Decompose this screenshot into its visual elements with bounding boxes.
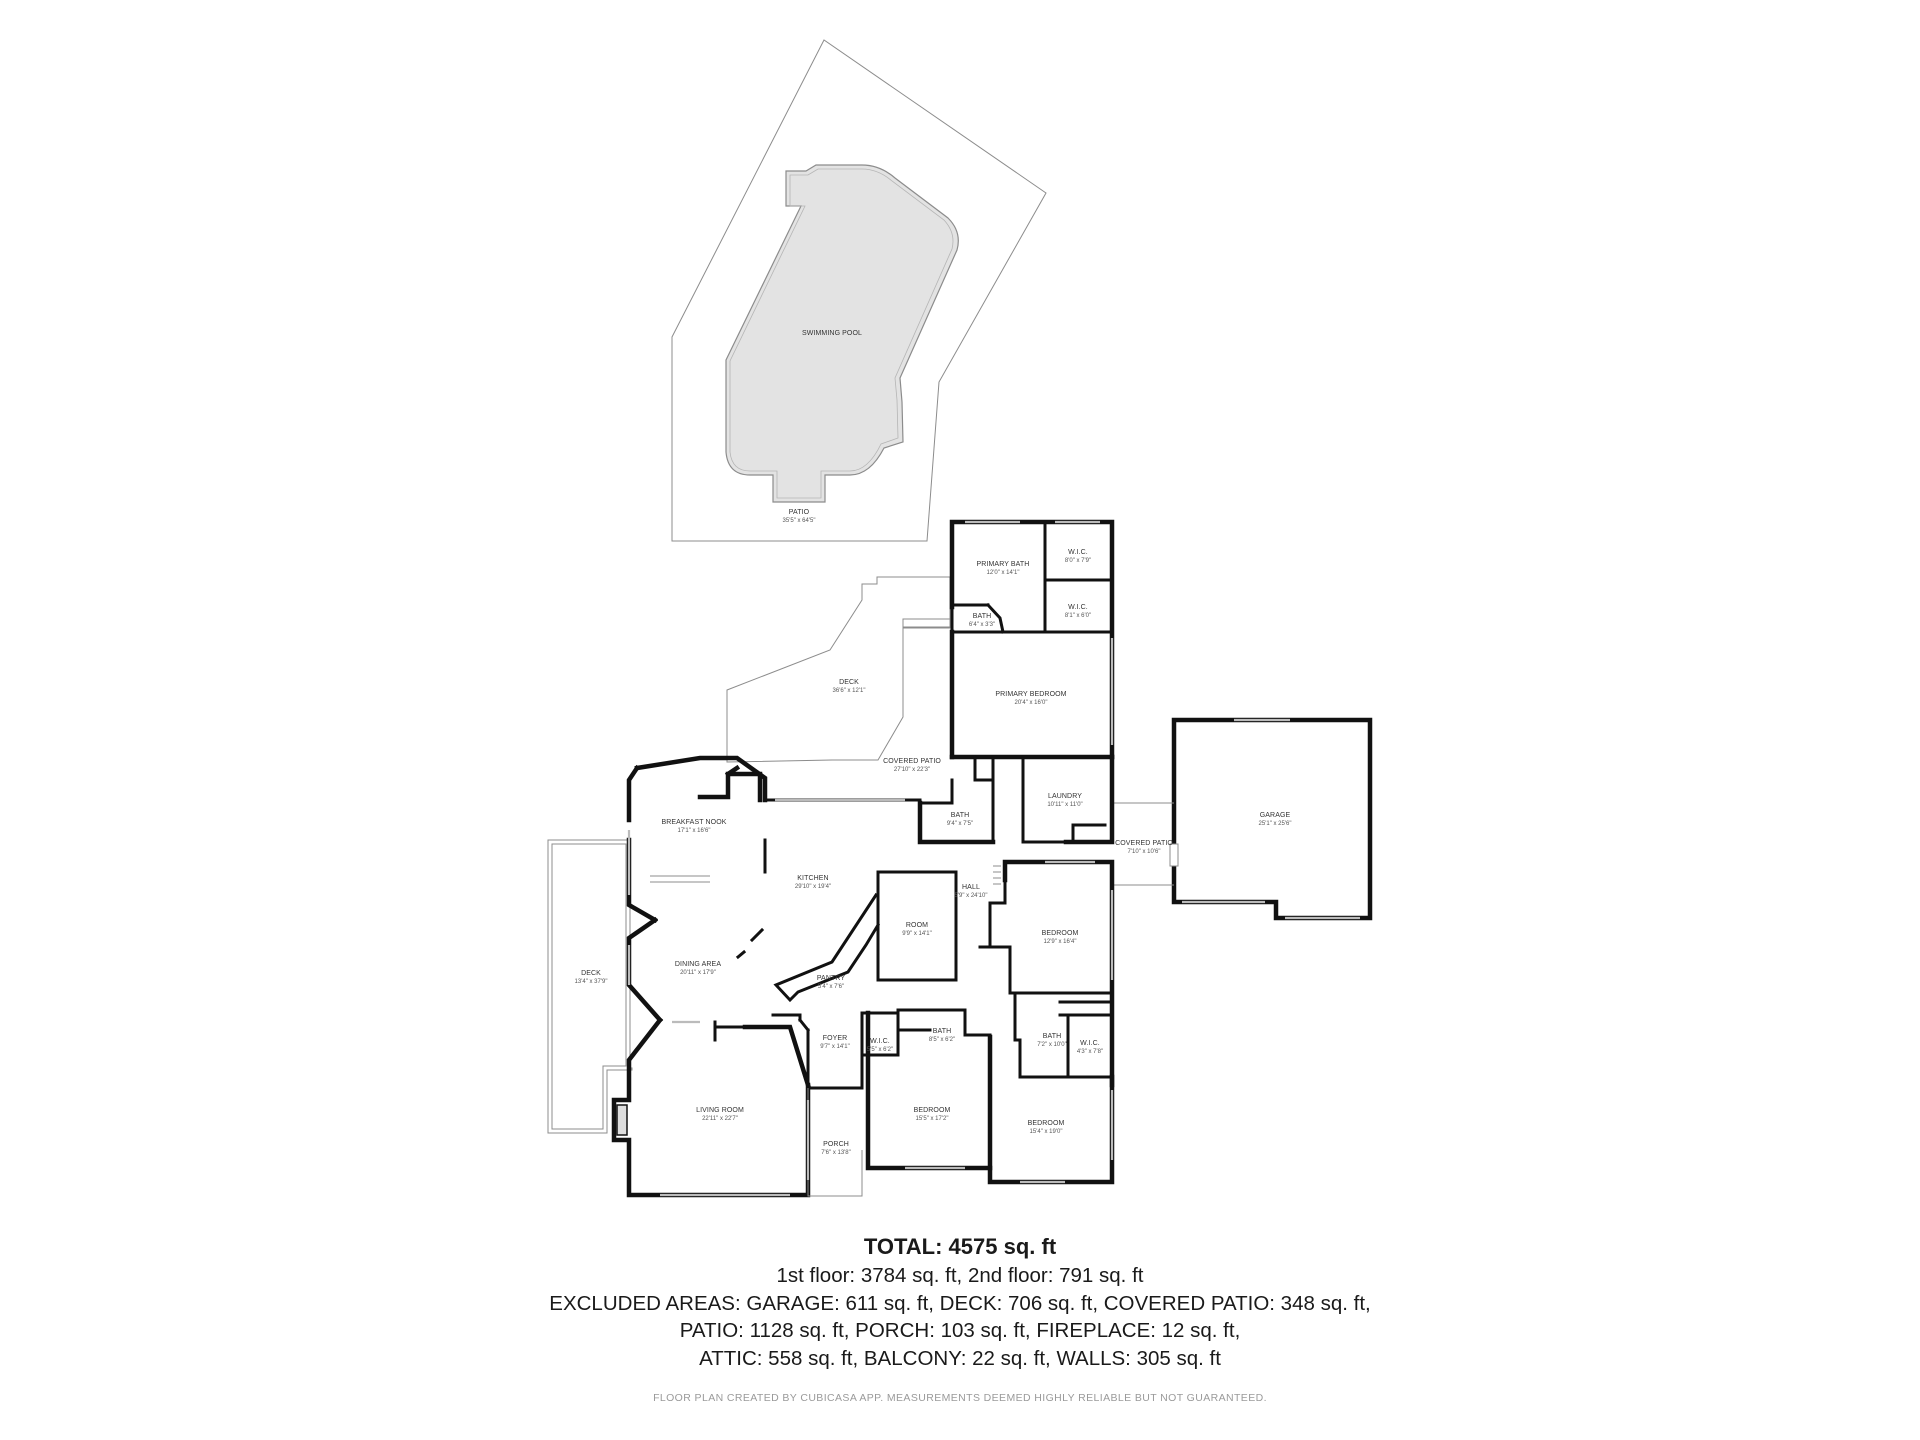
dims-bedroom-3: 15'4" x 19'0" [1030,1129,1063,1135]
label-bedroom-2: BEDROOM [914,1107,951,1114]
label-wic-2: W.I.C. [1068,604,1088,611]
dims-bath-4: 7'2" x 10'0" [1037,1042,1067,1048]
floor-areas: 1st floor: 3784 sq. ft, 2nd floor: 791 s… [776,1264,1144,1287]
label-garage: GARAGE [1260,812,1291,819]
dims-wic-2: 8'1" x 6'0" [1065,613,1091,619]
label-living-room: LIVING ROOM [696,1107,744,1114]
label-kitchen: KITCHEN [797,875,828,882]
excluded-areas-line-2: PATIO: 1128 sq. ft, PORCH: 103 sq. ft, F… [679,1319,1241,1342]
dims-hall: 5'9" x 24'10" [955,893,988,899]
label-primary-bath: PRIMARY BATH [977,561,1030,568]
total-area: TOTAL: 4575 sq. ft [863,1234,1057,1259]
covered-patio-right [1114,802,1174,886]
label-pantry: PANTRY [817,975,846,982]
dims-primary-bath: 12'0" x 14'1" [987,570,1020,576]
dims-room: 9'9" x 14'1" [902,931,932,937]
dims-bedroom-1: 12'9" x 16'4" [1044,939,1077,945]
swimming-pool [725,164,959,503]
label-bath-small: BATH [973,613,992,620]
dims-patio: 35'5" x 64'5" [783,518,816,524]
dims-wic-4: 5'5" x 6'2" [867,1047,893,1053]
label-wic-4: W.I.C. [870,1038,890,1045]
label-deck-left: DECK [581,970,601,977]
dims-garage: 25'1" x 25'6" [1259,821,1292,827]
label-covered-patio-2: COVERED PATIO [1115,840,1173,847]
disclaimer: FLOOR PLAN CREATED BY CUBICASA APP. MEAS… [653,1392,1267,1404]
label-bath-3: BATH [933,1028,952,1035]
dims-bath-small: 6'4" x 3'3" [969,622,995,628]
dims-wic-1: 8'0" x 7'9" [1065,558,1091,564]
label-swimming-pool: SWIMMING POOL [802,330,862,337]
dims-foyer: 9'7" x 14'1" [820,1044,850,1050]
label-foyer: FOYER [823,1035,848,1042]
dims-pantry: 5'4" x 7'6" [818,984,844,990]
patio-area [671,39,1047,542]
dims-wic-3: 4'3" x 7'8" [1077,1049,1103,1055]
dims-covered-patio-2: 7'10" x 10'6" [1128,849,1161,855]
excluded-areas-line-1: EXCLUDED AREAS: GARAGE: 611 sq. ft, DECK… [549,1291,1371,1315]
deck-left [547,839,633,1134]
dims-kitchen: 29'10" x 19'4" [795,884,831,890]
dims-breakfast-nook: 17'1" x 16'6" [678,828,711,834]
label-wic-3: W.I.C. [1080,1040,1100,1047]
room-labels: SWIMMING POOL PATIO 35'5" x 64'5" PRIMAR… [575,330,1292,1156]
label-deck-upper: DECK [839,679,859,686]
label-bath-4: BATH [1043,1033,1062,1040]
dims-deck-left: 13'4" x 37'9" [575,979,608,985]
dims-dining-area: 20'11" x 17'9" [680,970,716,976]
dims-porch: 7'6" x 13'8" [821,1150,851,1156]
label-bedroom-3: BEDROOM [1028,1120,1065,1127]
dims-living-room: 22'11" x 22'7" [702,1116,738,1122]
deck-upper [726,576,953,763]
dims-primary-bedroom: 20'4" x 16'0" [1015,700,1048,706]
excluded-areas-line-3: ATTIC: 558 sq. ft, BALCONY: 22 sq. ft, W… [699,1346,1221,1370]
label-laundry: LAUNDRY [1048,793,1082,800]
dims-bath-2: 9'4" x 7'5" [947,821,973,827]
label-bath-2: BATH [951,812,970,819]
house-walls [611,519,1115,1198]
dims-bath-3: 8'5" x 6'2" [929,1037,955,1043]
area-summary: TOTAL: 4575 sq. ft 1st floor: 3784 sq. f… [0,1232,1920,1372]
dims-bedroom-2: 15'5" x 17'2" [916,1116,949,1122]
garage [1169,717,1373,921]
label-wic-1: W.I.C. [1068,549,1088,556]
label-room: ROOM [906,922,928,929]
label-hall: HALL [962,884,980,891]
label-breakfast-nook: BREAKFAST NOOK [661,819,726,826]
label-patio: PATIO [789,509,810,516]
dims-laundry: 10'11" x 11'0" [1047,802,1082,808]
dims-deck-upper: 36'6" x 12'1" [833,688,866,694]
label-bedroom-1: BEDROOM [1042,930,1079,937]
label-covered-patio-1: COVERED PATIO [883,758,941,765]
label-primary-bedroom: PRIMARY BEDROOM [995,691,1066,698]
dims-covered-patio-1: 27'10" x 22'3" [894,767,930,773]
label-dining-area: DINING AREA [675,961,721,968]
label-porch: PORCH [823,1141,849,1148]
